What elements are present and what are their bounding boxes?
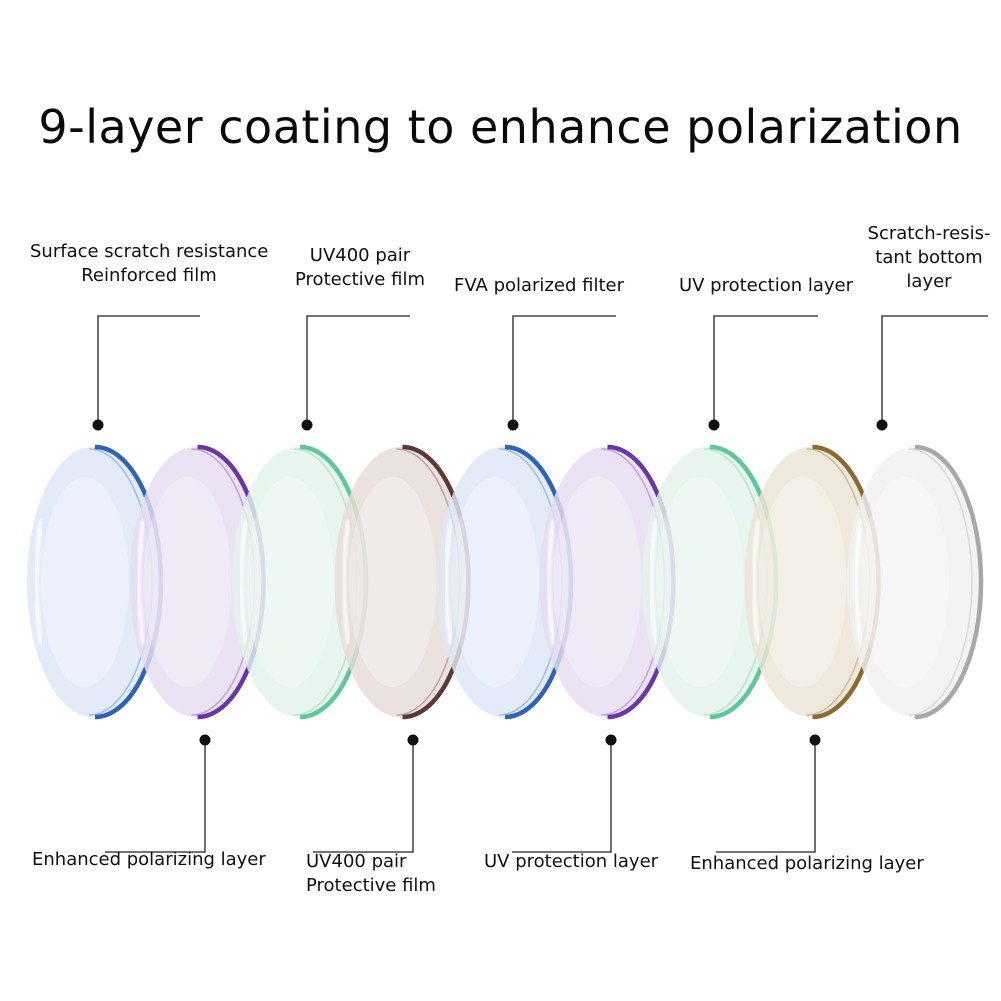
callout-line-bottom bbox=[512, 740, 612, 853]
lens-glare bbox=[648, 519, 659, 645]
top-label-surface-scratch-resistance: Surface scratch resistance Reinforced fi… bbox=[30, 240, 268, 288]
lens-glare bbox=[443, 519, 454, 645]
callout-line-top bbox=[881, 315, 988, 425]
top-label-uv400-protective-film: UV400 pair Protective film bbox=[290, 244, 430, 292]
top-label-uv-protection-layer: UV protection layer bbox=[674, 274, 858, 298]
callout-line-bottom bbox=[716, 740, 816, 853]
lens-glare bbox=[238, 519, 249, 645]
lens-highlight bbox=[246, 477, 334, 687]
callout-dot-bottom bbox=[407, 734, 419, 746]
bottom-label-enhanced-polarizing-layer: Enhanced polarizing layer bbox=[32, 848, 266, 872]
lens-glare bbox=[33, 519, 44, 645]
top-label-scratch-resistant-bottom-layer: Scratch-resis- tant bottom layer bbox=[864, 222, 994, 294]
lens-highlight bbox=[656, 477, 744, 687]
lens-disc bbox=[642, 447, 774, 717]
lens-highlight bbox=[348, 477, 437, 687]
lens-disc bbox=[129, 447, 262, 717]
label-line: UV protection layer bbox=[484, 851, 659, 872]
layer-1 bbox=[27, 444, 164, 720]
label-line: UV protection layer bbox=[678, 275, 854, 296]
callout-dot-top bbox=[301, 419, 313, 431]
callout-dot-top bbox=[507, 419, 519, 431]
layer-3 bbox=[232, 444, 369, 720]
label-line: UV400 pair bbox=[309, 245, 411, 266]
lens-disc bbox=[334, 447, 467, 717]
lens-glare bbox=[136, 519, 146, 645]
callout-line-top bbox=[512, 315, 616, 425]
bottom-label-uv-protection-layer: UV protection layer bbox=[484, 850, 658, 874]
label-line: FVA polarized filter bbox=[454, 275, 624, 296]
lens-highlight bbox=[861, 477, 949, 687]
lens-glare bbox=[853, 519, 864, 645]
diagram-title: 9-layer coating to enhance polarization bbox=[38, 100, 963, 154]
lens-disc bbox=[539, 447, 672, 717]
lens-highlight bbox=[41, 477, 129, 687]
label-line: layer bbox=[906, 271, 952, 292]
label-line: Reinforced film bbox=[81, 265, 217, 286]
lens-highlight bbox=[451, 477, 539, 687]
lens-glare bbox=[751, 519, 761, 645]
lens-highlight bbox=[143, 477, 232, 687]
callout-dot-top bbox=[708, 419, 720, 431]
lens-rim-inner bbox=[908, 448, 973, 716]
callout-dot-bottom bbox=[809, 734, 821, 746]
label-line: Protective film bbox=[306, 875, 436, 896]
lens-highlight bbox=[758, 477, 847, 687]
lens-disc bbox=[847, 447, 979, 717]
callout-line-bottom bbox=[313, 740, 414, 853]
callout-line-top bbox=[713, 315, 818, 425]
label-line: UV400 pair bbox=[306, 851, 407, 872]
lens-disc bbox=[437, 447, 569, 717]
layer-2 bbox=[129, 444, 266, 720]
lens-stack bbox=[27, 444, 984, 720]
callout-lines bbox=[92, 315, 988, 853]
lens-disc bbox=[232, 447, 364, 717]
layer-4 bbox=[334, 444, 471, 720]
label-line: Enhanced polarizing layer bbox=[690, 853, 924, 874]
layer-6 bbox=[539, 444, 676, 720]
top-label-fva-polarized-filter: FVA polarized filter bbox=[448, 274, 630, 298]
label-line: Scratch-resis- bbox=[867, 223, 991, 244]
callout-line-top bbox=[97, 315, 200, 425]
bottom-label-uv400-protective-film: UV400 pair Protective film bbox=[306, 850, 436, 898]
layer-9 bbox=[847, 444, 984, 720]
label-line: Surface scratch resistance bbox=[30, 241, 269, 262]
callout-dot-top bbox=[92, 419, 104, 431]
lens-glare bbox=[341, 519, 351, 645]
lens-glare bbox=[546, 519, 556, 645]
bottom-label-enhanced-polarizing-layer-2: Enhanced polarizing layer bbox=[690, 852, 924, 876]
callout-dot-bottom bbox=[199, 734, 211, 746]
label-line: Protective film bbox=[295, 269, 425, 290]
callout-dot-top bbox=[876, 419, 888, 431]
lens-disc bbox=[27, 447, 159, 717]
callout-line-top bbox=[306, 315, 410, 425]
lens-disc bbox=[744, 447, 877, 717]
label-line: Enhanced polarizing layer bbox=[32, 849, 266, 870]
layer-5 bbox=[437, 444, 574, 720]
callout-line-bottom bbox=[105, 740, 206, 853]
label-line: tant bottom bbox=[875, 247, 983, 268]
lens-rim bbox=[914, 444, 984, 720]
lens-highlight bbox=[553, 477, 642, 687]
callout-dot-bottom bbox=[605, 734, 617, 746]
